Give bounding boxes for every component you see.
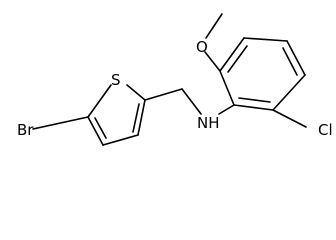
oxygen-label: O <box>196 38 208 56</box>
bond-a3-o <box>204 51 221 72</box>
bond-a4-a5-inner <box>282 47 298 76</box>
bond-a5-a6 <box>272 74 306 111</box>
bond-c4-c5-inner <box>94 117 107 139</box>
bond-s-c2 <box>126 84 146 101</box>
bond-c5-br <box>32 116 89 130</box>
amine-label: NH <box>197 114 220 132</box>
bond-a6-a1-inner <box>238 97 271 103</box>
bond-c2-c3 <box>137 99 146 136</box>
molecule-structure-diagram: Br S NH O Cl <box>17 13 333 146</box>
chlorine-label: Cl <box>318 121 333 139</box>
bond-s-c5 <box>87 84 112 118</box>
bond-c2-ch2 <box>144 88 183 101</box>
bond-n-aryl <box>218 104 235 115</box>
sulfur-label: S <box>111 71 121 89</box>
bond-a2-a3-inner <box>227 45 248 73</box>
bond-a1-a2 <box>219 70 235 106</box>
bond-c3-c4 <box>102 134 139 146</box>
bond-c2-c3-inner <box>132 103 140 133</box>
bond-o-ch3 <box>205 13 223 39</box>
bromine-label: Br <box>17 121 34 139</box>
bond-c4-c5 <box>87 116 104 146</box>
bond-a4-a5 <box>286 40 306 76</box>
bond-a6-a1 <box>233 104 274 111</box>
bond-a3-a4 <box>243 37 288 42</box>
bond-a2-a3 <box>219 37 245 72</box>
bond-a6-cl <box>272 109 307 128</box>
bond-ch2-n <box>181 88 202 115</box>
